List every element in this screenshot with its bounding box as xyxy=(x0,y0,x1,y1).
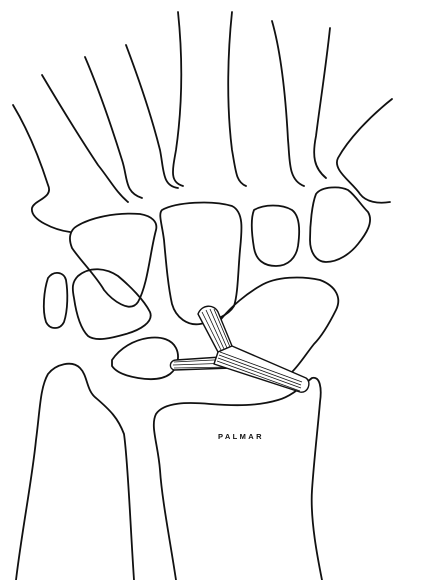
metacarpal-4-right xyxy=(228,12,246,186)
ligament-fibers xyxy=(170,306,309,392)
trapezoid xyxy=(310,187,370,262)
pisiform xyxy=(44,273,67,328)
metacarpal-4-left xyxy=(173,12,183,186)
ulna xyxy=(16,364,134,580)
hamate-distal-row xyxy=(160,203,241,325)
triquetrum xyxy=(73,269,151,339)
trapezium xyxy=(70,214,156,307)
metacarpals xyxy=(13,12,392,232)
forearm-bones xyxy=(16,364,322,580)
metacarpal-3-right xyxy=(126,45,178,188)
view-label: PALMAR xyxy=(218,432,264,441)
capitate xyxy=(252,206,299,267)
metacarpal-5-left xyxy=(272,21,304,186)
metacarpal-3-left xyxy=(85,57,142,198)
lunate xyxy=(112,337,178,379)
carpals xyxy=(44,187,370,379)
metacarpal-5-right xyxy=(314,28,330,178)
metacarpal-1 xyxy=(337,99,392,203)
metacarpal-2 xyxy=(13,105,70,232)
radius xyxy=(154,378,322,580)
